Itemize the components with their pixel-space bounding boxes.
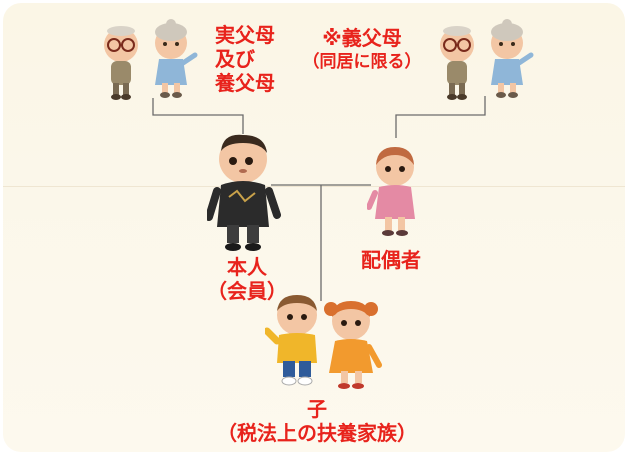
spouse-figure: [367, 147, 415, 236]
children-label-line2: （税法上の扶養家族）: [217, 421, 417, 445]
family-diagram-panel: 実父母 及び 養父母 ※義父母 （同居に限る）: [3, 3, 625, 452]
connector-lines: [152, 96, 486, 301]
self-label-line1: 本人: [227, 255, 267, 279]
girl-icon: [324, 301, 382, 389]
grandfather-icon: [104, 26, 138, 100]
woman-icon: [367, 147, 415, 236]
in-law-grandparents-figure: [440, 19, 534, 100]
children-figure: [265, 295, 382, 389]
spouse-label: 配偶者: [361, 248, 421, 272]
boy-icon: [265, 295, 317, 386]
self-label: 本人 （会員）: [199, 255, 295, 303]
children-label-line1: 子: [307, 397, 327, 421]
grandfather-icon: [440, 26, 474, 100]
real-parents-label-line2: 及び: [215, 47, 255, 71]
grandmother-icon: [155, 19, 198, 98]
self-label-line2: （会員）: [207, 279, 287, 303]
real-parents-label-line1: 実父母: [215, 23, 275, 47]
grandmother-icon: [491, 19, 534, 98]
man-icon: [207, 134, 281, 251]
in-laws-label: ※義父母 （同居に限る）: [301, 26, 423, 74]
self-figure: [207, 134, 281, 251]
real-parents-label: 実父母 及び 養父母: [215, 23, 275, 95]
real-parents-label-line3: 養父母: [215, 71, 275, 95]
in-laws-connector: [395, 96, 486, 138]
in-laws-label-line2: （同居に限る）: [302, 52, 422, 72]
in-laws-label-line1: ※義父母: [322, 26, 402, 50]
background-divider: [3, 186, 625, 187]
real-parents-connector: [152, 98, 244, 134]
children-label: 子 （税法上の扶養家族）: [189, 397, 445, 445]
real-grandfather-figure: [104, 19, 198, 100]
